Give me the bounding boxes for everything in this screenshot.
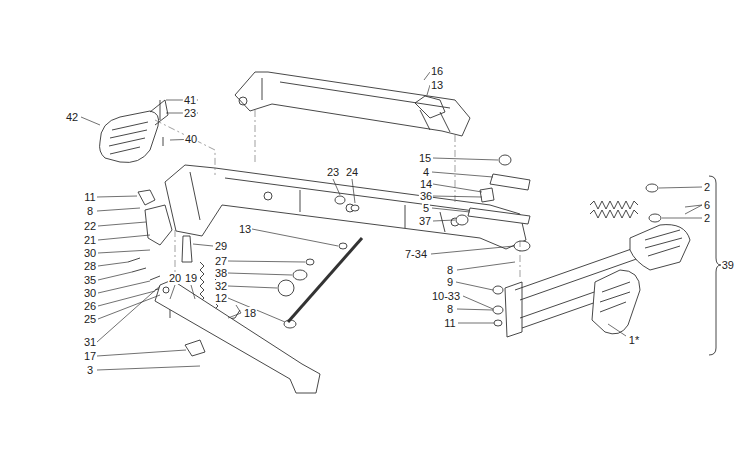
callout-number: 7-34 (404, 248, 428, 260)
callout-number: 4 (422, 166, 430, 178)
callout-number: 11 (83, 191, 96, 203)
callout-number: 16 (430, 65, 444, 77)
callout-number: 26 (83, 300, 97, 312)
callout-number: 8 (446, 303, 454, 315)
callout-number: 40 (184, 133, 198, 145)
callout-number: 3 (86, 364, 94, 376)
callout-number: 8 (446, 264, 454, 276)
callout-number: 2 (703, 181, 711, 193)
callout-number: 14 (419, 178, 433, 190)
callout-number: 24 (345, 166, 359, 178)
callout-number: 10-33 (431, 290, 461, 302)
callout-number: 37 (418, 215, 432, 227)
callout-number: 21 (83, 234, 97, 246)
callout-number: 2 (703, 212, 711, 224)
callout-number: 1* (628, 334, 640, 346)
callout-number: 29 (214, 240, 228, 252)
callout-number: 35 (83, 274, 97, 286)
callout-number: 20 (168, 272, 182, 284)
callout-number: 5 (422, 202, 430, 214)
callout-number: 36 (419, 190, 433, 202)
callout-number: 42 (65, 111, 79, 123)
callout-number: 39 (721, 259, 735, 271)
callout-number: 41 (183, 94, 197, 106)
callout-number: 19 (184, 272, 198, 284)
callout-number: 30 (83, 247, 97, 259)
callout-number: 9 (446, 276, 454, 288)
callout-number: 31 (83, 336, 97, 348)
callout-number: 18 (243, 307, 257, 319)
callout-number: 28 (83, 260, 97, 272)
callout-number: 38 (214, 267, 228, 279)
callout-number: 22 (83, 220, 97, 232)
callout-number: 25 (83, 313, 97, 325)
callout-number: 27 (214, 255, 228, 267)
callout-number: 23 (326, 166, 340, 178)
callout-number: 13 (430, 79, 444, 91)
callout-number: 12 (214, 292, 228, 304)
callout-number: 6 (703, 199, 711, 211)
callout-number: 13 (238, 223, 252, 235)
callout-number: 8 (86, 205, 94, 217)
callout-number: 11 (443, 317, 456, 329)
callout-number: 17 (83, 350, 97, 362)
callout-number: 15 (418, 152, 432, 164)
callout-number: 30 (83, 287, 97, 299)
callout-number: 23 (183, 107, 197, 119)
callout-number: 32 (214, 280, 228, 292)
